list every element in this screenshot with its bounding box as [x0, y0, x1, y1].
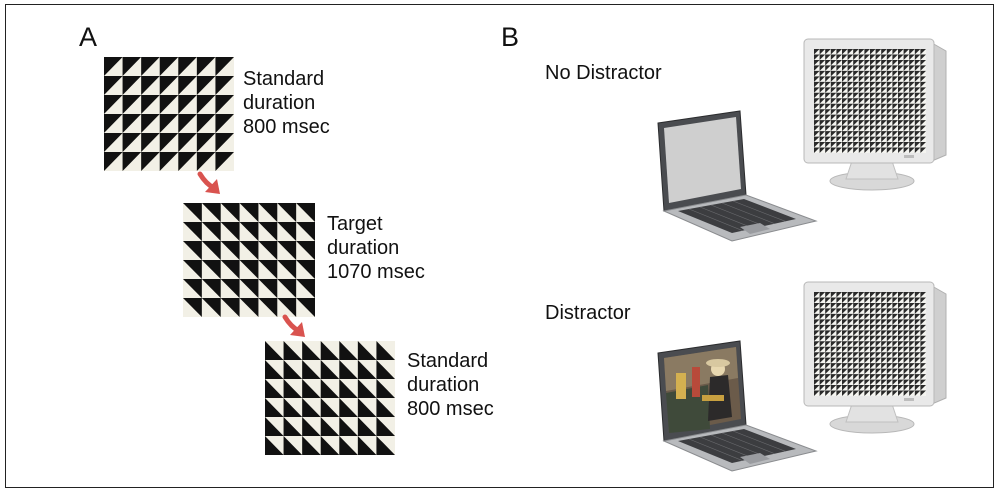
condition-label-distractor: Distractor	[545, 302, 631, 324]
laptop-blank-screen	[657, 110, 818, 242]
laptop-video-screen	[657, 340, 818, 472]
stimulus-pattern-target	[183, 203, 315, 317]
stimulus-pattern-standard-1	[104, 57, 234, 171]
figure-frame	[5, 4, 994, 488]
monitor-pattern-2	[803, 281, 947, 434]
stimulus-pattern-standard-2	[265, 341, 395, 455]
monitor-pattern-1	[803, 38, 947, 191]
condition-label-no-distractor: No Distractor	[545, 62, 662, 84]
sequence-arrow-2	[282, 314, 305, 337]
panel-a-letter: A	[79, 22, 98, 52]
panel-b-letter: B	[501, 22, 520, 52]
sequence-arrow-1	[197, 171, 220, 194]
